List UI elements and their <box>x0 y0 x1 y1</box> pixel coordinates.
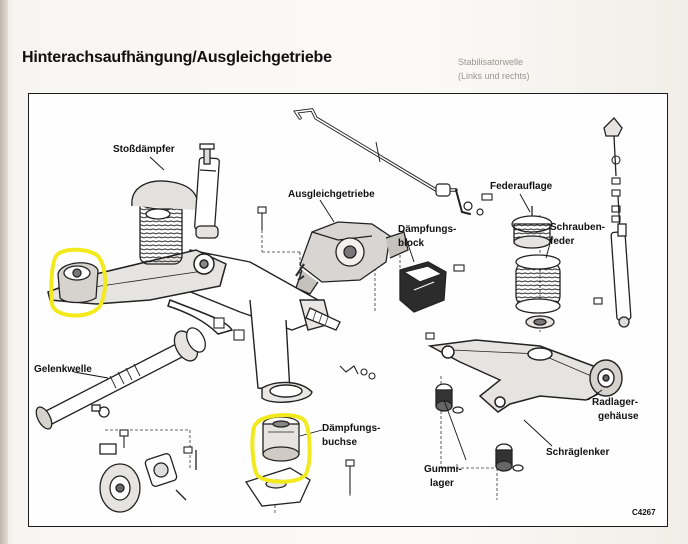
label-semi-trailing-arm: Schräglenker <box>546 447 610 458</box>
label-differential: Ausgleichgetriebe <box>288 189 375 200</box>
hub-carrier <box>589 359 623 397</box>
label-rubber-mount-2: lager <box>430 478 454 489</box>
label-coil-spring-1: Schrauben- <box>550 222 606 233</box>
bleed-through-text: (Links und rechts) <box>458 71 530 81</box>
right-coil-spring <box>515 254 561 329</box>
stabilizer-bar <box>293 108 484 216</box>
drive-shaft <box>35 327 206 430</box>
right-semi-trailing-arm <box>427 339 611 413</box>
center-bushing <box>262 416 300 462</box>
highlight-marks <box>49 247 312 484</box>
figure-code: C4267 <box>632 508 656 517</box>
label-shock-absorber: Stoßdämpfer <box>113 144 175 155</box>
differential-housing <box>295 221 409 295</box>
label-damping-bushing-1: Dämpfungs- <box>322 423 381 434</box>
label-damping-block-2: block <box>398 238 425 249</box>
axle-stub-shaft <box>305 307 341 331</box>
right-spring-seat <box>511 206 553 249</box>
label-drive-shaft: Gelenkwelle <box>34 364 92 375</box>
label-coil-spring-2: feder <box>550 236 575 247</box>
bleed-through-text: Stabilisatorwelle <box>458 57 524 67</box>
page-title: Hinterachsaufhängung/Ausgleichgetriebe <box>22 49 332 66</box>
damping-block <box>399 261 447 313</box>
label-damping-block-1: Dämpfungs- <box>398 224 457 235</box>
label-hub-carrier-1: Radlager- <box>592 397 639 408</box>
label-spring-seat: Federauflage <box>490 181 553 192</box>
rubber-bushings <box>435 383 524 472</box>
fastener-set <box>119 155 621 494</box>
page-binding-shadow <box>0 0 8 544</box>
left-spring-mount <box>57 262 99 304</box>
left-shock-absorber <box>194 143 220 239</box>
label-leader-lines <box>73 141 603 461</box>
diagram-frame <box>28 93 668 527</box>
label-hub-carrier-2: gehäuse <box>598 411 639 422</box>
label-damping-bushing-2: buchse <box>322 437 358 448</box>
left-coil-spring <box>131 180 198 265</box>
wheel-hub-assembly <box>99 443 197 513</box>
right-shock-absorber <box>603 117 632 328</box>
label-rubber-mount-1: Gummi- <box>424 464 462 475</box>
